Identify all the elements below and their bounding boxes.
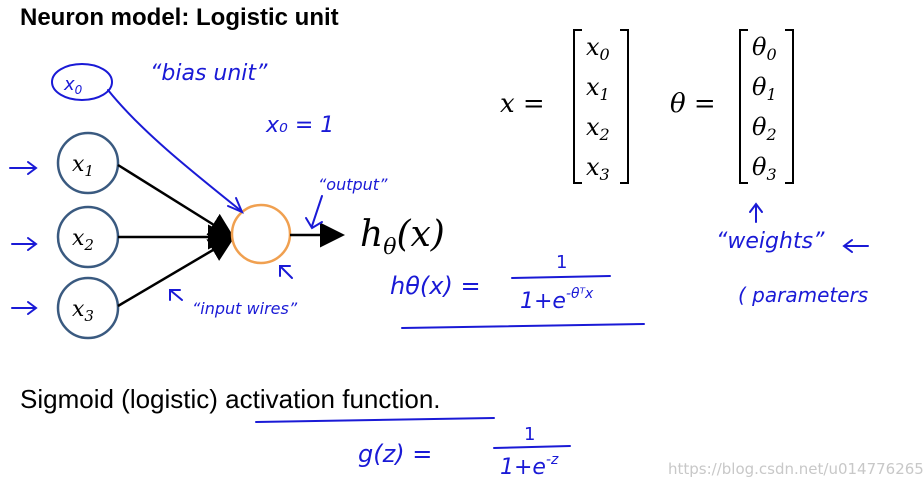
x-entry-0: x0	[586, 33, 610, 64]
h-formula-lhs: hθ(x) =	[390, 272, 481, 300]
bias-node-x0	[51, 63, 113, 101]
x-vector-left-bracket	[573, 29, 582, 184]
parameters-note: ( parameters	[738, 283, 868, 307]
output-note-arrow	[305, 195, 323, 230]
h-formula-numerator: 1	[556, 252, 567, 273]
bias-wire-head	[227, 197, 244, 214]
g-formula-numerator: 1	[524, 424, 535, 445]
theta-entry-3: θ3	[752, 153, 777, 184]
x-vector-right-bracket	[620, 29, 629, 184]
h-fraction-bar	[511, 275, 611, 279]
g-formula-lhs: g(z) =	[358, 440, 432, 468]
weights-left-arrow	[842, 239, 869, 253]
theta-entry-0: θ0	[752, 33, 777, 64]
h-formula-denominator: 1+e-θᵀx	[520, 286, 594, 314]
input-arrow-3	[11, 301, 38, 315]
handwritten-annotations	[9, 63, 869, 449]
activation-underline	[255, 417, 495, 423]
x-entry-3: x3	[586, 153, 610, 184]
watermark: https://blog.csdn.net/u014776265	[668, 460, 924, 478]
slide-title: Neuron model: Logistic unit	[20, 4, 339, 31]
input-node-x1	[56, 131, 120, 195]
neuron-unit	[230, 203, 292, 265]
input-label-x3: x3	[72, 297, 94, 325]
input-label-x2: x2	[72, 226, 94, 254]
theta-vector-entries: θ0 θ1 θ2 θ3	[752, 33, 777, 184]
g-formula-denominator: 1+e-z	[500, 452, 559, 480]
neuron-pointer	[279, 265, 293, 279]
theta-vector-right-bracket	[785, 29, 794, 184]
input-wire-1	[117, 163, 235, 238]
theta-entry-2: θ2	[752, 113, 777, 144]
x-vector-entries: x0 x1 x2 x3	[586, 33, 610, 184]
input-wires-note: “input wires”	[192, 299, 298, 318]
x-entry-2: x2	[586, 113, 610, 144]
x-entry-1: x1	[586, 73, 610, 104]
theta-entry-1: θ1	[752, 73, 777, 104]
x-vector-lhs: x =	[500, 89, 545, 119]
weights-arrow	[749, 202, 763, 223]
input-label-x1: x1	[72, 152, 94, 180]
bias-wire	[107, 89, 241, 211]
h-formula-underline	[401, 323, 645, 329]
input-node-x3	[56, 276, 120, 340]
input-wire-3	[117, 237, 235, 308]
weights-note: “weights”	[716, 229, 825, 254]
sigmoid-heading: Sigmoid (logistic) activation function.	[20, 384, 441, 414]
bias-node-label: x0	[63, 74, 83, 97]
input-arrow-1	[9, 161, 38, 175]
theta-vector-lhs: θ =	[670, 89, 716, 119]
input-arrow-2	[11, 237, 38, 251]
theta-vector-left-bracket	[739, 29, 748, 184]
g-fraction-bar	[493, 445, 571, 449]
output-note: “output”	[318, 175, 388, 194]
bias-unit-note: “bias unit”	[150, 61, 268, 86]
input-wires-pointer	[169, 289, 183, 301]
x0-equals-note: x₀ = 1	[265, 113, 334, 138]
output-label: hθ(x)	[360, 214, 445, 260]
